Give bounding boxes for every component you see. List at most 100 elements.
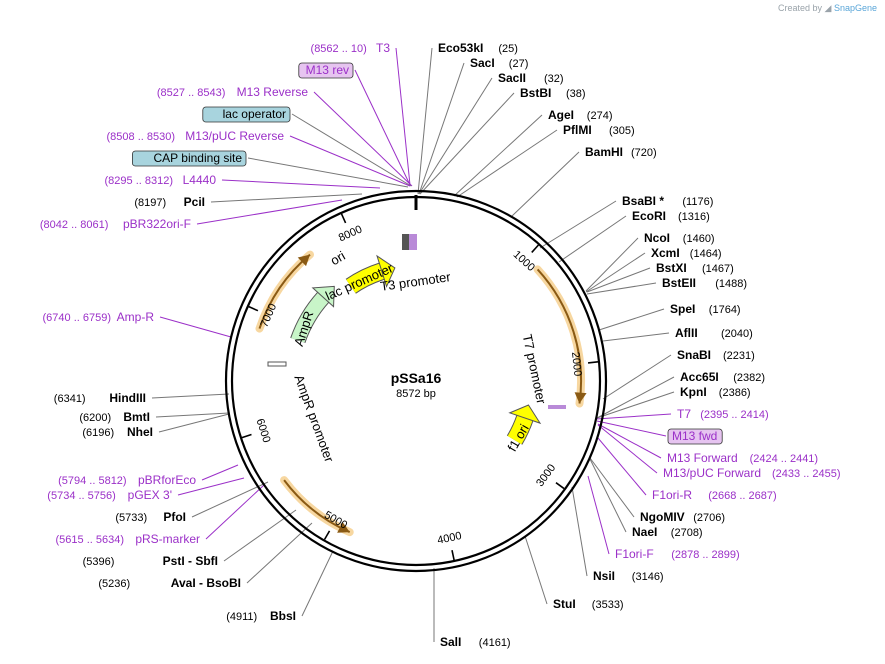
site-label-xcmi[interactable]: XcmI(1464): [651, 246, 722, 260]
label-name: M13 rev: [306, 63, 349, 77]
site-label-f1ori-r[interactable]: F1ori-R(2668 .. 2687): [652, 488, 777, 502]
site-label-spei[interactable]: SpeI(1764): [670, 302, 741, 316]
site-label-t3[interactable]: T3(8562 .. 10): [311, 41, 391, 55]
label-name: T3: [376, 41, 390, 55]
site-label-snabi[interactable]: SnaBI(2231): [677, 348, 755, 362]
label-range: (2708): [671, 527, 703, 539]
tick-label: 2000: [569, 351, 583, 377]
site-label-eco53ki[interactable]: Eco53kI(25): [438, 41, 518, 55]
site-label-psti-sbfi[interactable]: PstI - SbfI(5396): [83, 554, 218, 568]
label-name: KpnI: [680, 385, 707, 399]
label-range: (2706): [693, 512, 725, 524]
leader-line: [598, 308, 665, 331]
site-label-stui[interactable]: StuI(3533): [553, 597, 624, 611]
site-label-acc65i[interactable]: Acc65I(2382): [680, 370, 765, 384]
tick-mark: [451, 550, 455, 561]
site-label-cap-binding-site[interactable]: CAP binding site: [131, 150, 247, 167]
label-range: (5734 .. 5756): [47, 490, 116, 502]
site-label-lac-operator[interactable]: lac operator: [202, 106, 291, 123]
site-label-pcii[interactable]: PciI(8197): [134, 195, 205, 209]
site-label-hindiii[interactable]: HindIII(6341): [54, 391, 146, 405]
site-label-amp-r[interactable]: Amp-R(6740 .. 6759): [43, 310, 155, 324]
ori-arrowhead: [376, 254, 396, 288]
site-label-pflmi[interactable]: PflMI(305): [563, 123, 635, 137]
label-range: (6341): [54, 393, 86, 405]
site-label-pgex-3[interactable]: pGEX 3' (5734 .. 5756): [47, 488, 172, 502]
tick-label: 3000: [534, 462, 558, 489]
site-label-bsteii[interactable]: BstEII(1488): [662, 276, 747, 290]
credit-prefix: Created by: [777, 3, 822, 13]
site-label-avai-bsobi[interactable]: AvaI - BsoBI(5236): [98, 576, 241, 590]
label-range: (8197): [134, 197, 166, 209]
promoter-arc[interactable]: [536, 268, 583, 404]
site-label-m13-reverse[interactable]: M13 Reverse(8527 .. 8543): [157, 85, 308, 99]
site-label-agei[interactable]: AgeI(274): [548, 108, 612, 122]
leader-line: [597, 437, 647, 496]
site-label-pfoi[interactable]: PfoI(5733): [115, 510, 186, 524]
snapgene-logo-icon: ◢: [824, 3, 832, 13]
label-box: [131, 150, 247, 167]
label-range: (1460): [683, 233, 715, 245]
site-label-ngomiv[interactable]: NgoMIV(2706): [640, 510, 725, 524]
site-label-naei[interactable]: NaeI(2708): [632, 525, 703, 539]
leader-line: [291, 113, 412, 187]
tick-mark: [248, 305, 259, 312]
site-label-kpni[interactable]: KpnI(2386): [680, 385, 751, 399]
tick-mark: [555, 482, 565, 490]
leader-line: [595, 413, 672, 420]
site-label-sacii[interactable]: SacII(32): [498, 71, 564, 85]
label-name: SpeI: [670, 302, 695, 316]
label-name: AflII: [675, 326, 698, 340]
site-label-bbsi[interactable]: BbsI(4911): [226, 609, 296, 623]
credit-brand: SnapGene: [833, 3, 877, 13]
tick-mark: [340, 213, 347, 224]
label-name: BstXI: [656, 261, 687, 275]
label-name: SalI: [440, 635, 461, 649]
site-label-saci[interactable]: SacI(27): [470, 56, 528, 70]
site-label-m13-puc-forward[interactable]: M13/pUC Forward(2433 .. 2455): [663, 466, 841, 480]
site-label-ncoi[interactable]: NcoI(1460): [644, 231, 715, 245]
site-label-nhei[interactable]: NheI(6196): [82, 425, 153, 439]
leader-line: [419, 92, 515, 195]
label-name: pGEX 3': [128, 488, 172, 502]
backbone-outer-ring: [224, 189, 608, 573]
site-label-bstxi[interactable]: BstXI(1467): [656, 261, 734, 275]
label-range: (4911): [226, 611, 257, 623]
ampr-arrowhead: [311, 285, 335, 308]
leader-line: [539, 200, 617, 249]
site-label-prs-marker[interactable]: pRS-marker(5615 .. 5634): [56, 532, 201, 546]
label-range: (2668 .. 2687): [708, 490, 777, 502]
site-label-sali[interactable]: SalI(4161): [440, 635, 511, 649]
label-name: PflMI: [563, 123, 592, 137]
site-label-bsabi[interactable]: BsaBI *(1176): [622, 194, 713, 208]
site-label-t7[interactable]: T7(2395 .. 2414): [677, 407, 769, 421]
site-label-l4440[interactable]: L4440(8295 .. 8312): [105, 173, 217, 187]
label-name: CAP binding site: [154, 151, 243, 165]
site-label-aflii[interactable]: AflII(2040): [675, 326, 753, 340]
leader-line: [155, 412, 230, 418]
label-range: (1464): [690, 248, 722, 260]
tick-label: 4000: [436, 530, 462, 547]
site-label-m13-puc-reverse[interactable]: M13/pUC Reverse(8508 .. 8530): [107, 129, 285, 143]
leader-line: [151, 393, 230, 399]
leader-line: [205, 484, 265, 540]
site-label-nsii[interactable]: NsiI(3146): [593, 569, 664, 583]
label-range: (5794 .. 5812): [58, 475, 127, 487]
site-label-bamhi[interactable]: BamHI(720): [585, 145, 657, 159]
site-label-ecori[interactable]: EcoRI(1316): [632, 209, 710, 223]
leader-line: [602, 332, 670, 342]
site-label-f1ori-f[interactable]: F1ori-F(2878 .. 2899): [615, 547, 740, 561]
site-label-bmti[interactable]: BmtI(6200): [79, 410, 150, 424]
site-label-m13-rev[interactable]: M13 rev: [298, 62, 354, 79]
label-range: (6196): [82, 427, 114, 439]
lac-operator-mark: [402, 234, 409, 250]
site-label-pbr322ori-f[interactable]: pBR322ori-F(8042 .. 8061): [40, 217, 191, 231]
site-label-m13-forward[interactable]: M13 Forward(2424 .. 2441): [667, 451, 818, 465]
site-label-bstbi[interactable]: BstBI(38): [520, 86, 586, 100]
ampr-arc[interactable]: [291, 292, 329, 343]
label-range: (1316): [678, 211, 710, 223]
site-label-pbrforeco[interactable]: pBRforEco(5794 .. 5812): [58, 473, 196, 487]
label-name: M13 Reverse: [237, 85, 309, 99]
leader-line: [301, 550, 334, 617]
site-label-m13-fwd[interactable]: M13 fwd: [667, 428, 723, 445]
